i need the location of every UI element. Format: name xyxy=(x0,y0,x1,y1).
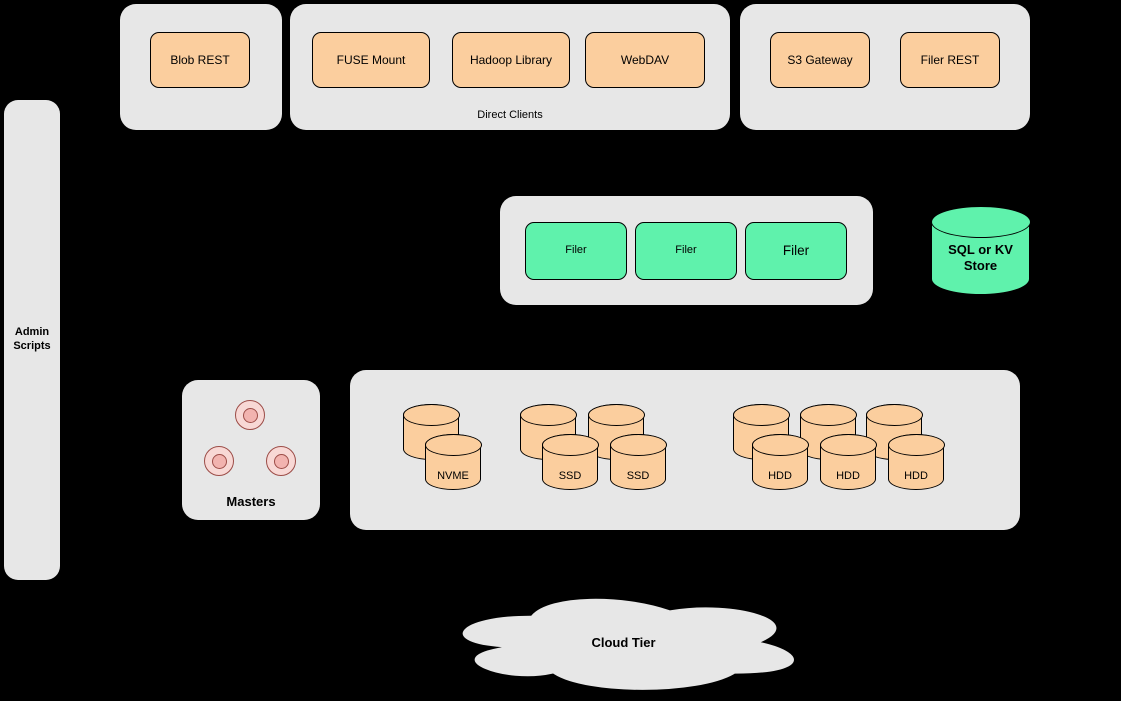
master-node-circle xyxy=(204,446,234,476)
filer-label: Filer xyxy=(782,242,810,258)
ssd-disk-cylinder: SSD xyxy=(541,433,599,490)
hdd-disk-label: HDD xyxy=(904,470,928,482)
direct-clients-caption: Direct Clients xyxy=(477,109,543,121)
direct-clients-group: FUSE Mount Hadoop Library WebDAV Direct … xyxy=(290,4,730,130)
fuse-mount-label: FUSE Mount xyxy=(336,52,406,67)
cloud-icon xyxy=(459,597,797,692)
filer-label: Filer xyxy=(675,244,697,257)
s3-gateway-label: S3 Gateway xyxy=(787,52,853,67)
ssd-disk-cylinder: SSD xyxy=(609,433,667,490)
master-node-circle xyxy=(266,446,296,476)
filer-node: Filer xyxy=(745,222,847,280)
filer-group: Filer Filer Filer xyxy=(500,196,873,305)
cloud-tier-shape: Cloud Tier xyxy=(437,588,810,696)
gateway-group: S3 Gateway Filer REST xyxy=(740,4,1030,130)
filer-rest-label: Filer REST xyxy=(920,52,980,67)
nvme-disk-label: NVME xyxy=(437,470,469,482)
blob-rest-node: Blob REST xyxy=(150,32,250,88)
cloud-tier-label: Cloud Tier xyxy=(591,634,656,650)
filer-node: Filer xyxy=(635,222,737,280)
master-node-circle xyxy=(235,400,265,430)
hdd-disk-label: HDD xyxy=(768,470,792,482)
webdav-label: WebDAV xyxy=(620,52,670,67)
hdd-disk-cylinder: HDD xyxy=(751,433,809,490)
sql-kv-store-label: SQL or KV Store xyxy=(948,241,1013,273)
ssd-disk-label: SSD xyxy=(558,470,582,482)
filer-rest-node: Filer REST xyxy=(900,32,1000,88)
fuse-mount-node: FUSE Mount xyxy=(312,32,430,88)
blob-rest-label: Blob REST xyxy=(170,52,230,67)
hadoop-library-node: Hadoop Library xyxy=(452,32,570,88)
blob-client-group: Blob REST xyxy=(120,4,282,130)
cloud-outline xyxy=(459,597,797,692)
webdav-node: WebDAV xyxy=(585,32,705,88)
hadoop-library-label: Hadoop Library xyxy=(469,52,553,67)
filer-node: Filer xyxy=(525,222,627,280)
volume-servers-group: NVME SSD SSD HDD HDD HDD xyxy=(350,370,1020,530)
hdd-disk-cylinder: HDD xyxy=(887,433,945,490)
nvme-disk-cylinder: NVME xyxy=(424,433,482,490)
filer-label: Filer xyxy=(565,244,587,257)
sql-kv-store-cylinder: SQL or KV Store xyxy=(930,205,1031,295)
hdd-disk-label: HDD xyxy=(836,470,860,482)
admin-scripts-bar: Admin Scripts xyxy=(4,100,60,580)
hdd-disk-cylinder: HDD xyxy=(819,433,877,490)
masters-label: Masters xyxy=(226,494,276,509)
masters-group: Masters xyxy=(182,380,320,520)
admin-scripts-label: Admin Scripts xyxy=(13,326,51,352)
s3-gateway-node: S3 Gateway xyxy=(770,32,870,88)
ssd-disk-label: SSD xyxy=(626,470,650,482)
